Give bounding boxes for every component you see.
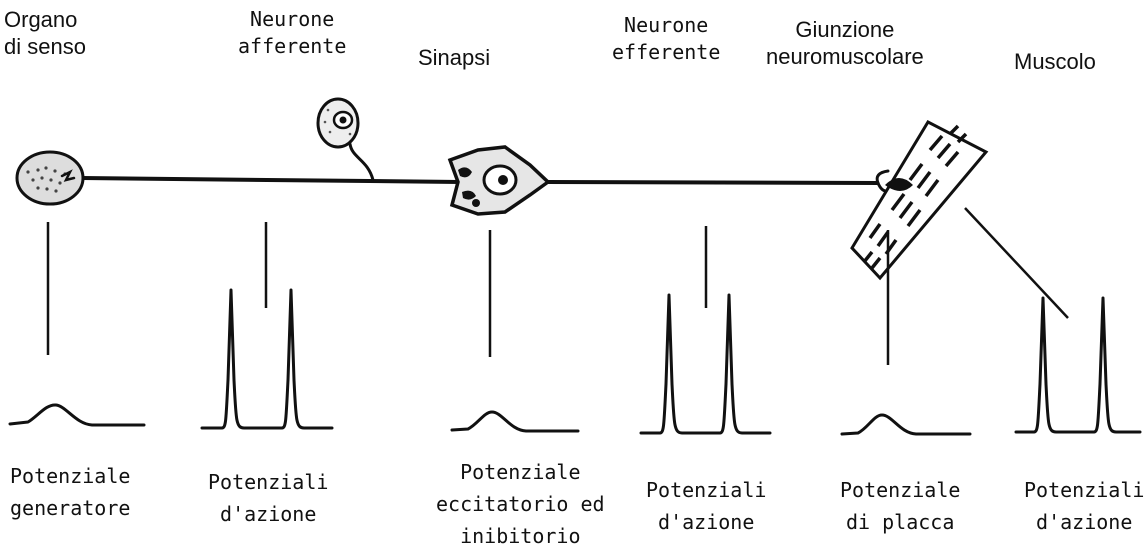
label-sinapsi: Sinapsi <box>418 44 490 71</box>
label-potenziale-di-placca: Potenziale di placca <box>840 474 960 538</box>
label-potenziali-azione-2: Potenziali d'azione <box>646 474 766 538</box>
trace-generator-potential <box>10 405 144 425</box>
trace-endplate-potential <box>842 415 970 434</box>
label-potenziali-azione-1: Potenziali d'azione <box>208 466 328 530</box>
label-potenziale-eccitatorio-inibitorio: Potenziale eccitatorio ed inibitorio <box>436 456 605 552</box>
label-neurone-afferente: Neurone afferente <box>238 6 346 60</box>
trace-action-potentials-3 <box>1016 298 1140 432</box>
label-muscolo: Muscolo <box>1014 48 1096 75</box>
sense-organ <box>17 152 83 204</box>
label-neurone-efferente: Neurone efferente <box>612 12 720 66</box>
trace-excitatory-inhibitory-potential <box>452 412 578 431</box>
label-potenziali-azione-3: Potenziali d'azione <box>1024 474 1144 538</box>
afferent-neuron-body <box>318 99 373 180</box>
label-giunzione-neuromuscolare: Giunzione neuromuscolare <box>766 16 924 70</box>
efferent-axon <box>548 182 878 183</box>
afferent-axon <box>82 178 460 182</box>
label-organo-di-senso: Organo di senso <box>4 6 86 60</box>
synapse-neuron <box>450 147 548 214</box>
trace-action-potentials-1 <box>202 290 332 428</box>
trace-action-potentials-2 <box>641 295 770 433</box>
label-potenziale-generatore: Potenziale generatore <box>10 460 130 524</box>
muscle-fiber <box>852 122 986 278</box>
